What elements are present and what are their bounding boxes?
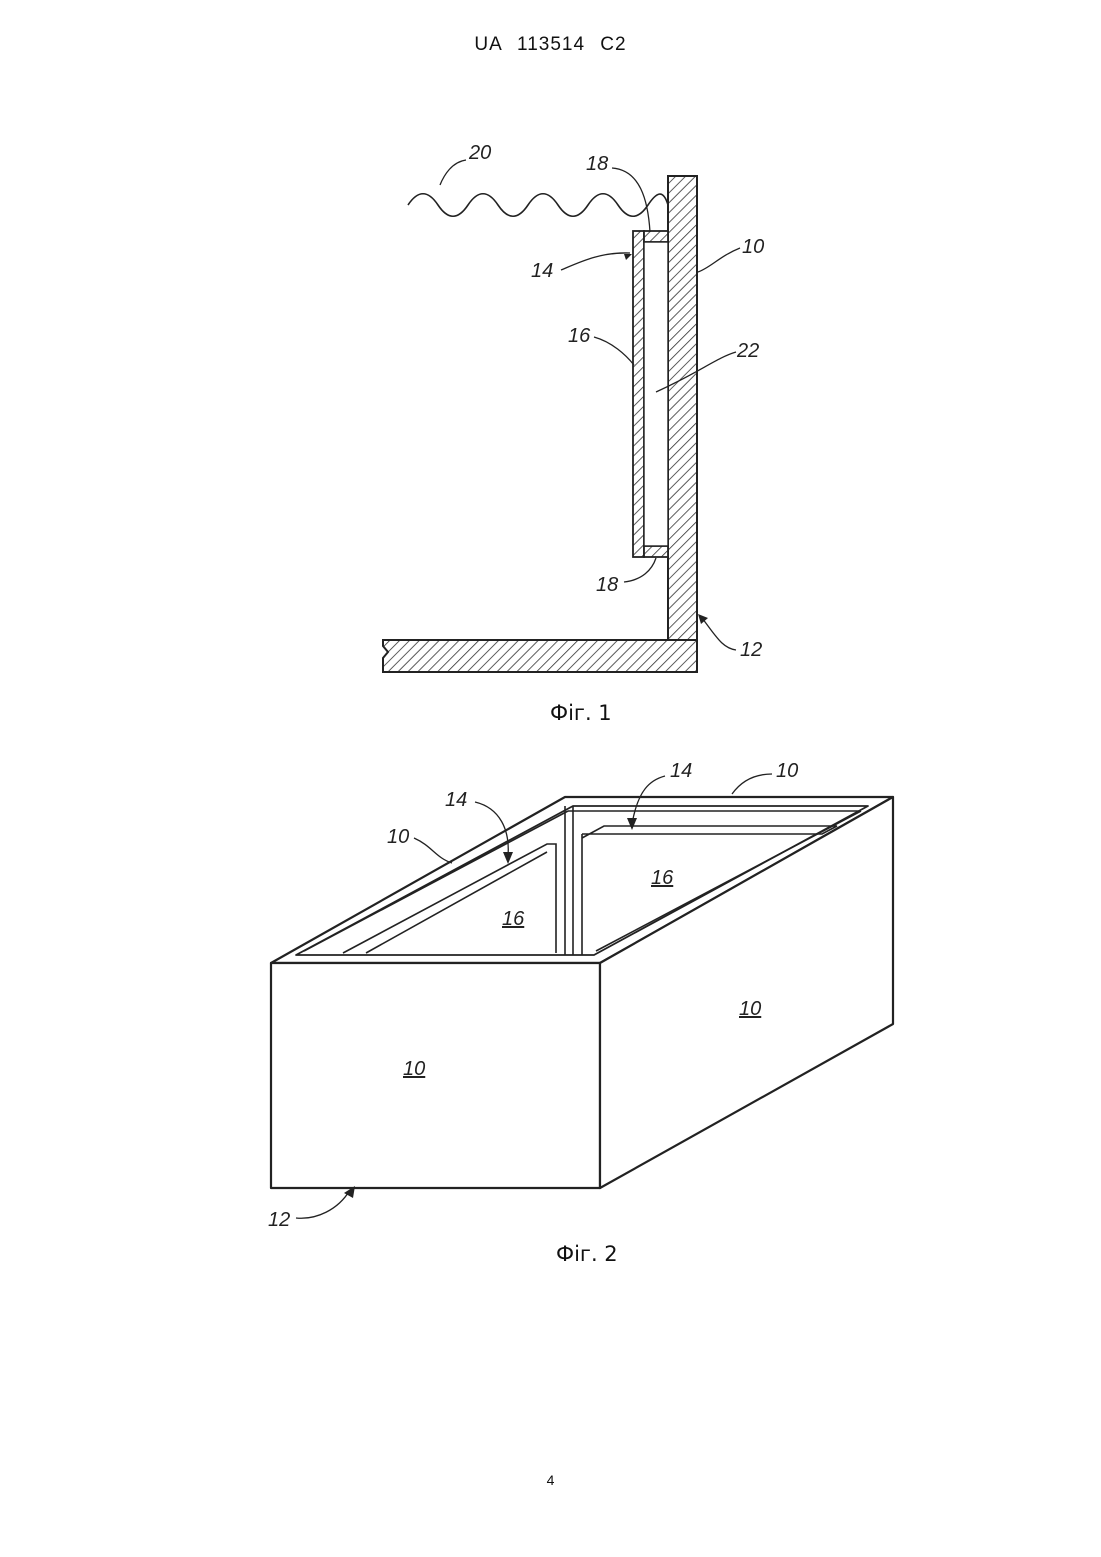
figure-2-caption: Фіг. 2	[556, 1242, 618, 1266]
ref-label-10-front-face: 10	[403, 1058, 425, 1080]
leader-10-top-right	[732, 774, 772, 794]
leader-12	[296, 1190, 350, 1218]
ref-label-10-right-face: 10	[739, 998, 761, 1020]
figure-2-drawing: 14 10 14 10 16 16 10 10 12 Фіг. 2	[0, 0, 1101, 1300]
leader-10-top-left	[414, 838, 452, 863]
ref-label-14-right: 14	[670, 760, 692, 782]
ref-label-10-top-right: 10	[776, 760, 798, 782]
ref-label-12: 12	[268, 1209, 290, 1231]
page-number: 4	[0, 1472, 1101, 1488]
ref-label-10-top-left: 10	[387, 826, 409, 848]
ref-label-14-left: 14	[445, 789, 467, 811]
box-front-face	[271, 963, 600, 1188]
ref-label-16-left: 16	[502, 908, 525, 930]
ref-label-16-right: 16	[651, 867, 674, 889]
